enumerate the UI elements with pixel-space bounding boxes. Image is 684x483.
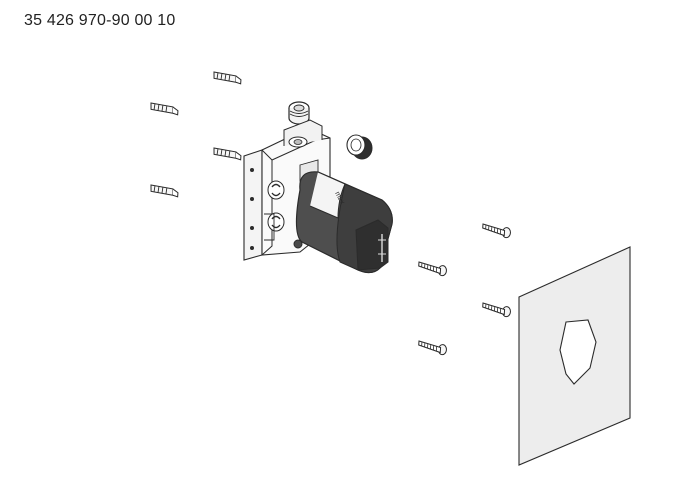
screw-1 — [481, 223, 512, 239]
screw-4 — [417, 340, 448, 356]
valve-body — [243, 119, 331, 261]
wall-anchor-4 — [148, 181, 181, 201]
wall-anchor-1 — [211, 68, 244, 88]
sealing-cap — [346, 134, 373, 160]
wall-anchor-3 — [211, 144, 244, 164]
thermostatic-cartridge: max — [295, 171, 393, 274]
screw-2 — [417, 261, 448, 277]
threaded-plug — [288, 101, 310, 125]
wall-anchor-2 — [148, 99, 181, 119]
screw-3 — [481, 302, 512, 318]
part-number: 35 426 970-90 00 10 — [24, 12, 176, 29]
cover-plate — [518, 246, 631, 466]
